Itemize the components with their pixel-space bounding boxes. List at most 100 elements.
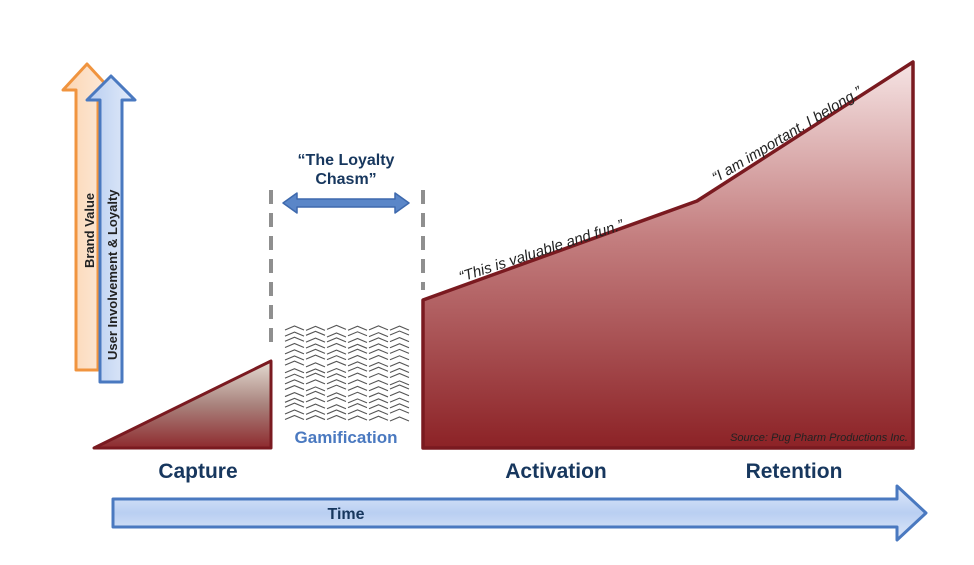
hatch-stroke [347, 372, 368, 378]
hatch-stroke [284, 414, 305, 420]
hatch-stroke [305, 362, 326, 368]
hatch-stroke [326, 409, 347, 415]
hatch-stroke [389, 391, 410, 397]
hatch-stroke [389, 325, 410, 331]
hatch-stroke [305, 372, 326, 378]
phase-activation: Activation [505, 460, 607, 483]
hatch-stroke [305, 397, 326, 403]
hatch-stroke [347, 403, 368, 409]
hatch-stroke [326, 332, 347, 338]
hatch-stroke [305, 337, 326, 343]
hatch-stroke [284, 391, 305, 398]
hatch-stroke [389, 337, 410, 343]
hatch-stroke [326, 404, 347, 410]
hatch-stroke [347, 343, 368, 349]
chasm-title-line2: Chasm” [315, 171, 376, 188]
source-note: Source: Pug Pharm Productions Inc. [730, 432, 908, 444]
hatch-stroke [389, 384, 410, 390]
hatch-stroke [284, 409, 305, 415]
time-arrow [111, 484, 928, 542]
hatch-stroke [389, 343, 410, 349]
hatch-stroke [368, 337, 389, 343]
hatch-stroke [368, 392, 389, 398]
hatch-stroke [305, 414, 326, 421]
hatch-stroke [284, 355, 305, 361]
hatch-stroke [389, 408, 410, 414]
hatch-stroke [347, 348, 368, 354]
phase-retention: Retention [746, 460, 843, 483]
hatch-stroke [326, 392, 347, 398]
hatch-stroke [284, 402, 305, 408]
hatch-stroke [368, 348, 389, 355]
hatch-stroke [305, 368, 326, 374]
hatch-stroke [284, 325, 305, 331]
hatch-stroke [326, 367, 347, 374]
hatch-stroke [389, 397, 410, 403]
hatch-stroke [326, 414, 347, 420]
hatch-stroke [284, 379, 305, 385]
gamification-label: Gamification [295, 428, 398, 447]
hatch-stroke [389, 380, 410, 386]
hatch-stroke [305, 379, 326, 385]
gamification-pattern [284, 324, 410, 422]
hatch-stroke [368, 354, 389, 360]
hatch-stroke [389, 330, 410, 336]
hatch-stroke [368, 386, 389, 392]
hatch-stroke [326, 396, 347, 402]
hatch-stroke [368, 366, 389, 372]
time-label: Time [327, 506, 364, 523]
hatch-stroke [347, 379, 368, 385]
hatch-stroke [368, 343, 389, 349]
hatch-stroke [389, 372, 410, 379]
hatch-stroke [347, 354, 368, 360]
hatch-stroke [305, 386, 326, 392]
hatch-stroke [326, 349, 347, 355]
hatch-stroke [389, 361, 410, 367]
hatch-stroke [284, 336, 305, 342]
hatch-stroke [305, 348, 326, 354]
hatch-stroke [305, 325, 326, 331]
hatch-stroke [305, 330, 326, 336]
hatch-stroke [389, 416, 410, 422]
hatch-stroke [326, 324, 347, 330]
phase-capture: Capture [158, 460, 237, 483]
hatch-stroke [305, 409, 326, 415]
hatch-stroke [347, 366, 368, 372]
hatch-stroke [347, 415, 368, 421]
hatch-stroke [347, 385, 368, 391]
hatch-stroke [368, 332, 389, 338]
hatch-stroke [284, 360, 305, 366]
hatch-stroke [389, 367, 410, 373]
chasm-width-arrow [282, 192, 410, 214]
hatch-stroke [389, 403, 410, 409]
hatch-stroke [347, 398, 368, 404]
hatch-stroke [368, 372, 389, 379]
hatch-stroke [305, 403, 326, 409]
hatch-stroke [284, 349, 305, 355]
hatch-stroke [326, 337, 347, 343]
hatch-stroke [326, 360, 347, 366]
hatch-stroke [347, 325, 368, 331]
hatch-stroke [368, 404, 389, 410]
hatch-stroke [305, 343, 326, 349]
hatch-stroke [326, 355, 347, 361]
hatch-stroke [305, 354, 326, 360]
hatch-stroke [326, 373, 347, 379]
hatch-stroke [326, 342, 347, 348]
hatch-stroke [368, 415, 389, 421]
hatch-stroke [284, 342, 305, 348]
user-involvement-label: User Involvement & Loyalty [105, 189, 120, 360]
hatch-stroke [347, 337, 368, 344]
capture-triangle [92, 359, 273, 450]
hatch-stroke [389, 348, 410, 354]
hatch-stroke [284, 397, 305, 403]
hatch-stroke [284, 373, 305, 379]
hatch-stroke [284, 331, 305, 337]
brand-value-label: Brand Value [82, 193, 97, 268]
hatch-stroke [305, 390, 326, 396]
user-involvement-arrow [85, 74, 137, 384]
hatch-stroke [326, 379, 347, 385]
hatch-stroke [284, 384, 305, 391]
